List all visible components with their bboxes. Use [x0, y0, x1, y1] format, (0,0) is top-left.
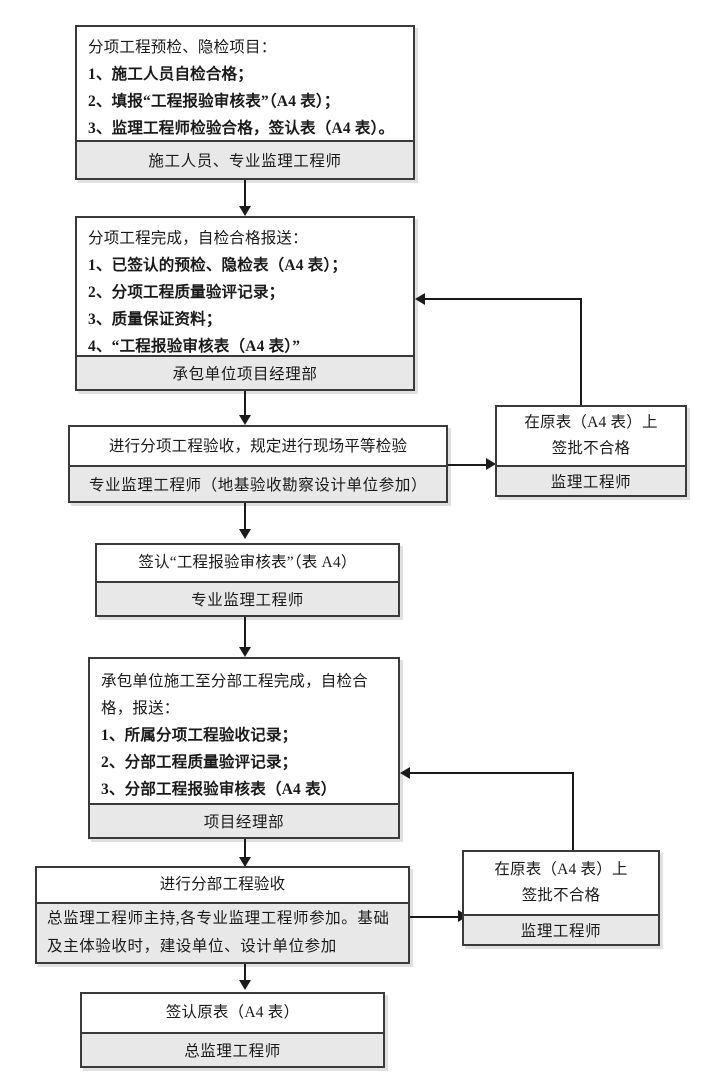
node-6-actor-label: 总监理工程师主持,各专业监理工程师参加。基础及主体验收时，建设单位、设计单位参加 [47, 910, 390, 955]
arrow-n1-n2 [239, 206, 251, 216]
node-3-actor-label: 专业监理工程师（地基验收勘察设计单位参加） [88, 477, 428, 494]
node-2-actor-label: 承包单位项目经理部 [172, 366, 318, 383]
feedback-2-horizontal [410, 772, 574, 774]
node-7-actor-label: 总监理工程师 [184, 1043, 281, 1060]
node-reject-2[interactable]: 在原表（A4 表）上 签批不合格 监理工程师 [462, 850, 660, 946]
node-r2-line-0: 在原表（A4 表）上 [494, 860, 628, 878]
node-5-line-4: 3、分部工程报验审核表（A4 表） [101, 781, 337, 798]
node-7-body: 签认原表（A4 表） [82, 994, 383, 1032]
node-sign-original-form[interactable]: 签认原表（A4 表） 总监理工程师 [80, 992, 385, 1068]
node-1-body: 分项工程预检、隐检项目： 1、施工人员自检合格； 2、填报“工程报验审核表”（A… [77, 27, 413, 140]
node-5-body: 承包单位施工至分部工程完成，自检合 格，报送： 1、所属分项工程验收记录； 2、… [90, 659, 398, 803]
connector-n4-n5 [244, 617, 246, 651]
node-sign-report-form[interactable]: 签认“工程报验审核表”（表 A4） 专业监理工程师 [95, 543, 400, 617]
arrow-n5-n6 [239, 857, 251, 867]
node-4-body: 签认“工程报验审核表”（表 A4） [97, 545, 398, 581]
node-subitem-acceptance[interactable]: 进行分项工程验收，规定进行现场平等检验 专业监理工程师（地基验收勘察设计单位参加… [68, 425, 448, 503]
node-6-actor: 总监理工程师主持,各专业监理工程师参加。基础及主体验收时，建设单位、设计单位参加 [37, 902, 408, 962]
arrow-n4-n5 [239, 647, 251, 657]
node-r2-actor-label: 监理工程师 [520, 923, 602, 940]
connector-n6-r2 [410, 916, 460, 918]
node-1-line-3: 3、监理工程师检验合格，签认表（A4 表）。 [88, 120, 395, 137]
arrow-n3-r1 [486, 458, 496, 470]
node-4-actor-label: 专业监理工程师 [191, 592, 304, 609]
node-2-actor: 承包单位项目经理部 [77, 355, 413, 389]
node-6-body: 进行分部工程验收 [37, 868, 408, 902]
node-r1-body: 在原表（A4 表）上 签批不合格 [497, 407, 685, 465]
node-7-actor: 总监理工程师 [82, 1032, 383, 1066]
node-r1-line-1: 签批不合格 [551, 439, 631, 457]
feedback-1-vertical [580, 298, 582, 405]
arrow-n3-n4 [239, 529, 251, 539]
node-r2-line-1: 签批不合格 [521, 886, 601, 904]
node-r2-actor: 监理工程师 [464, 914, 658, 944]
node-4-line-0: 签认“工程报验审核表”（表 A4） [138, 554, 357, 571]
feedback-2-vertical [572, 772, 574, 850]
node-2-line-2: 2、分项工程质量验评记录； [88, 284, 285, 301]
node-5-actor-label: 项目经理部 [203, 814, 285, 831]
node-4-actor: 专业监理工程师 [97, 581, 398, 615]
node-r1-line-0: 在原表（A4 表）上 [524, 413, 658, 431]
arrow-feedback-1-into-n2 [415, 293, 425, 305]
node-division-acceptance[interactable]: 进行分部工程验收 总监理工程师主持,各专业监理工程师参加。基础及主体验收时，建设… [35, 866, 410, 964]
node-1-actor-label: 施工人员、专业监理工程师 [148, 153, 342, 170]
node-5-line-1: 格，报送： [101, 700, 180, 717]
connector-n3-r1 [448, 464, 488, 466]
arrow-n2-n3 [239, 415, 251, 425]
connector-n3-n4 [244, 503, 246, 533]
node-1-actor: 施工人员、专业监理工程师 [77, 140, 413, 178]
node-r2-body: 在原表（A4 表）上 签批不合格 [464, 852, 658, 914]
arrow-feedback-2-into-n5 [400, 767, 410, 779]
feedback-1-horizontal [425, 298, 582, 300]
node-subitem-precheck[interactable]: 分项工程预检、隐检项目： 1、施工人员自检合格； 2、填报“工程报验审核表”（A… [75, 25, 415, 180]
node-1-line-2: 2、填报“工程报验审核表”（A4 表）； [88, 93, 340, 110]
node-division-complete[interactable]: 承包单位施工至分部工程完成，自检合 格，报送： 1、所属分项工程验收记录； 2、… [88, 657, 400, 839]
connector-n5-n6 [244, 839, 246, 865]
node-reject-1[interactable]: 在原表（A4 表）上 签批不合格 监理工程师 [495, 405, 687, 497]
node-3-line-0: 进行分项工程验收，规定进行现场平等检验 [108, 437, 408, 455]
node-2-line-4: 4、“工程报验审核表（A4 表）” [88, 338, 301, 355]
node-7-line-0: 签认原表（A4 表） [165, 1004, 300, 1021]
node-1-line-0: 分项工程预检、隐检项目： [88, 39, 277, 56]
node-6-line-0: 进行分部工程验收 [159, 876, 286, 893]
node-subitem-complete[interactable]: 分项工程完成，自检合格报送： 1、已签认的预检、隐检表（A4 表）； 2、分项工… [75, 216, 415, 391]
node-1-line-1: 1、施工人员自检合格； [88, 66, 253, 83]
node-r1-actor: 监理工程师 [497, 465, 685, 495]
arrow-n6-n7 [239, 980, 251, 990]
node-5-line-2: 1、所属分项工程验收记录； [101, 727, 298, 744]
node-2-line-0: 分项工程完成，自检合格报送： [88, 230, 308, 247]
node-3-actor: 专业监理工程师（地基验收勘察设计单位参加） [70, 465, 446, 501]
node-2-body: 分项工程完成，自检合格报送： 1、已签认的预检、隐检表（A4 表）； 2、分项工… [77, 218, 413, 355]
connector-n2-n3 [244, 391, 246, 419]
connector-n1-n2 [244, 180, 246, 210]
connector-n6-n7 [244, 964, 246, 986]
node-2-line-3: 3、质量保证资料； [88, 311, 222, 328]
node-r1-actor-label: 监理工程师 [550, 474, 632, 491]
node-2-line-1: 1、已签认的预检、隐检表（A4 表）； [88, 257, 348, 274]
node-3-body: 进行分项工程验收，规定进行现场平等检验 [70, 427, 446, 465]
node-5-actor: 项目经理部 [90, 803, 398, 837]
node-5-line-3: 2、分部工程质量验评记录； [101, 754, 298, 771]
node-5-line-0: 承包单位施工至分部工程完成，自检合 [101, 673, 368, 690]
